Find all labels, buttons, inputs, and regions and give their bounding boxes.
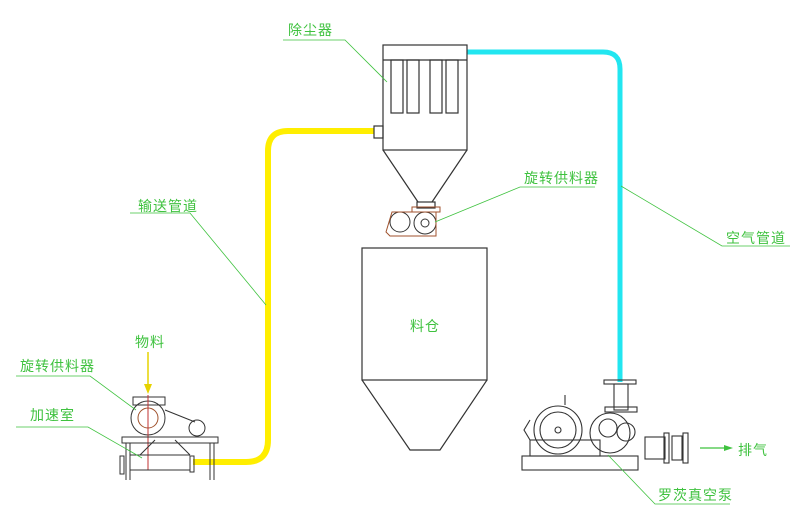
silo (361, 247, 488, 451)
label-dust-collector: 除尘器 (288, 23, 333, 39)
label-acceleration-chamber: 加速室 (30, 408, 75, 424)
label-material: 物料 (135, 335, 165, 351)
label-silo: 料仓 (410, 319, 440, 335)
conveying-pipe (193, 128, 374, 465)
label-rotary-feeder-bottom: 旋转供料器 (20, 359, 95, 375)
bottom-feeder-assembly (119, 395, 219, 480)
leader-lines (16, 39, 790, 505)
label-exhaust: 排气 (738, 443, 768, 459)
label-air-pipe: 空气管道 (726, 231, 786, 247)
label-rotary-feeder-top: 旋转供料器 (524, 171, 599, 187)
label-roots-vacuum-pump: 罗茨真空泵 (658, 488, 733, 504)
top-rotary-feeder (385, 206, 441, 237)
dust-collector (373, 44, 468, 209)
label-conveying-pipe: 输送管道 (138, 199, 198, 215)
roots-vacuum-pump (521, 379, 689, 471)
exhaust-arrow (700, 445, 733, 451)
material-arrow (144, 352, 152, 394)
air-pipe (467, 49, 623, 382)
